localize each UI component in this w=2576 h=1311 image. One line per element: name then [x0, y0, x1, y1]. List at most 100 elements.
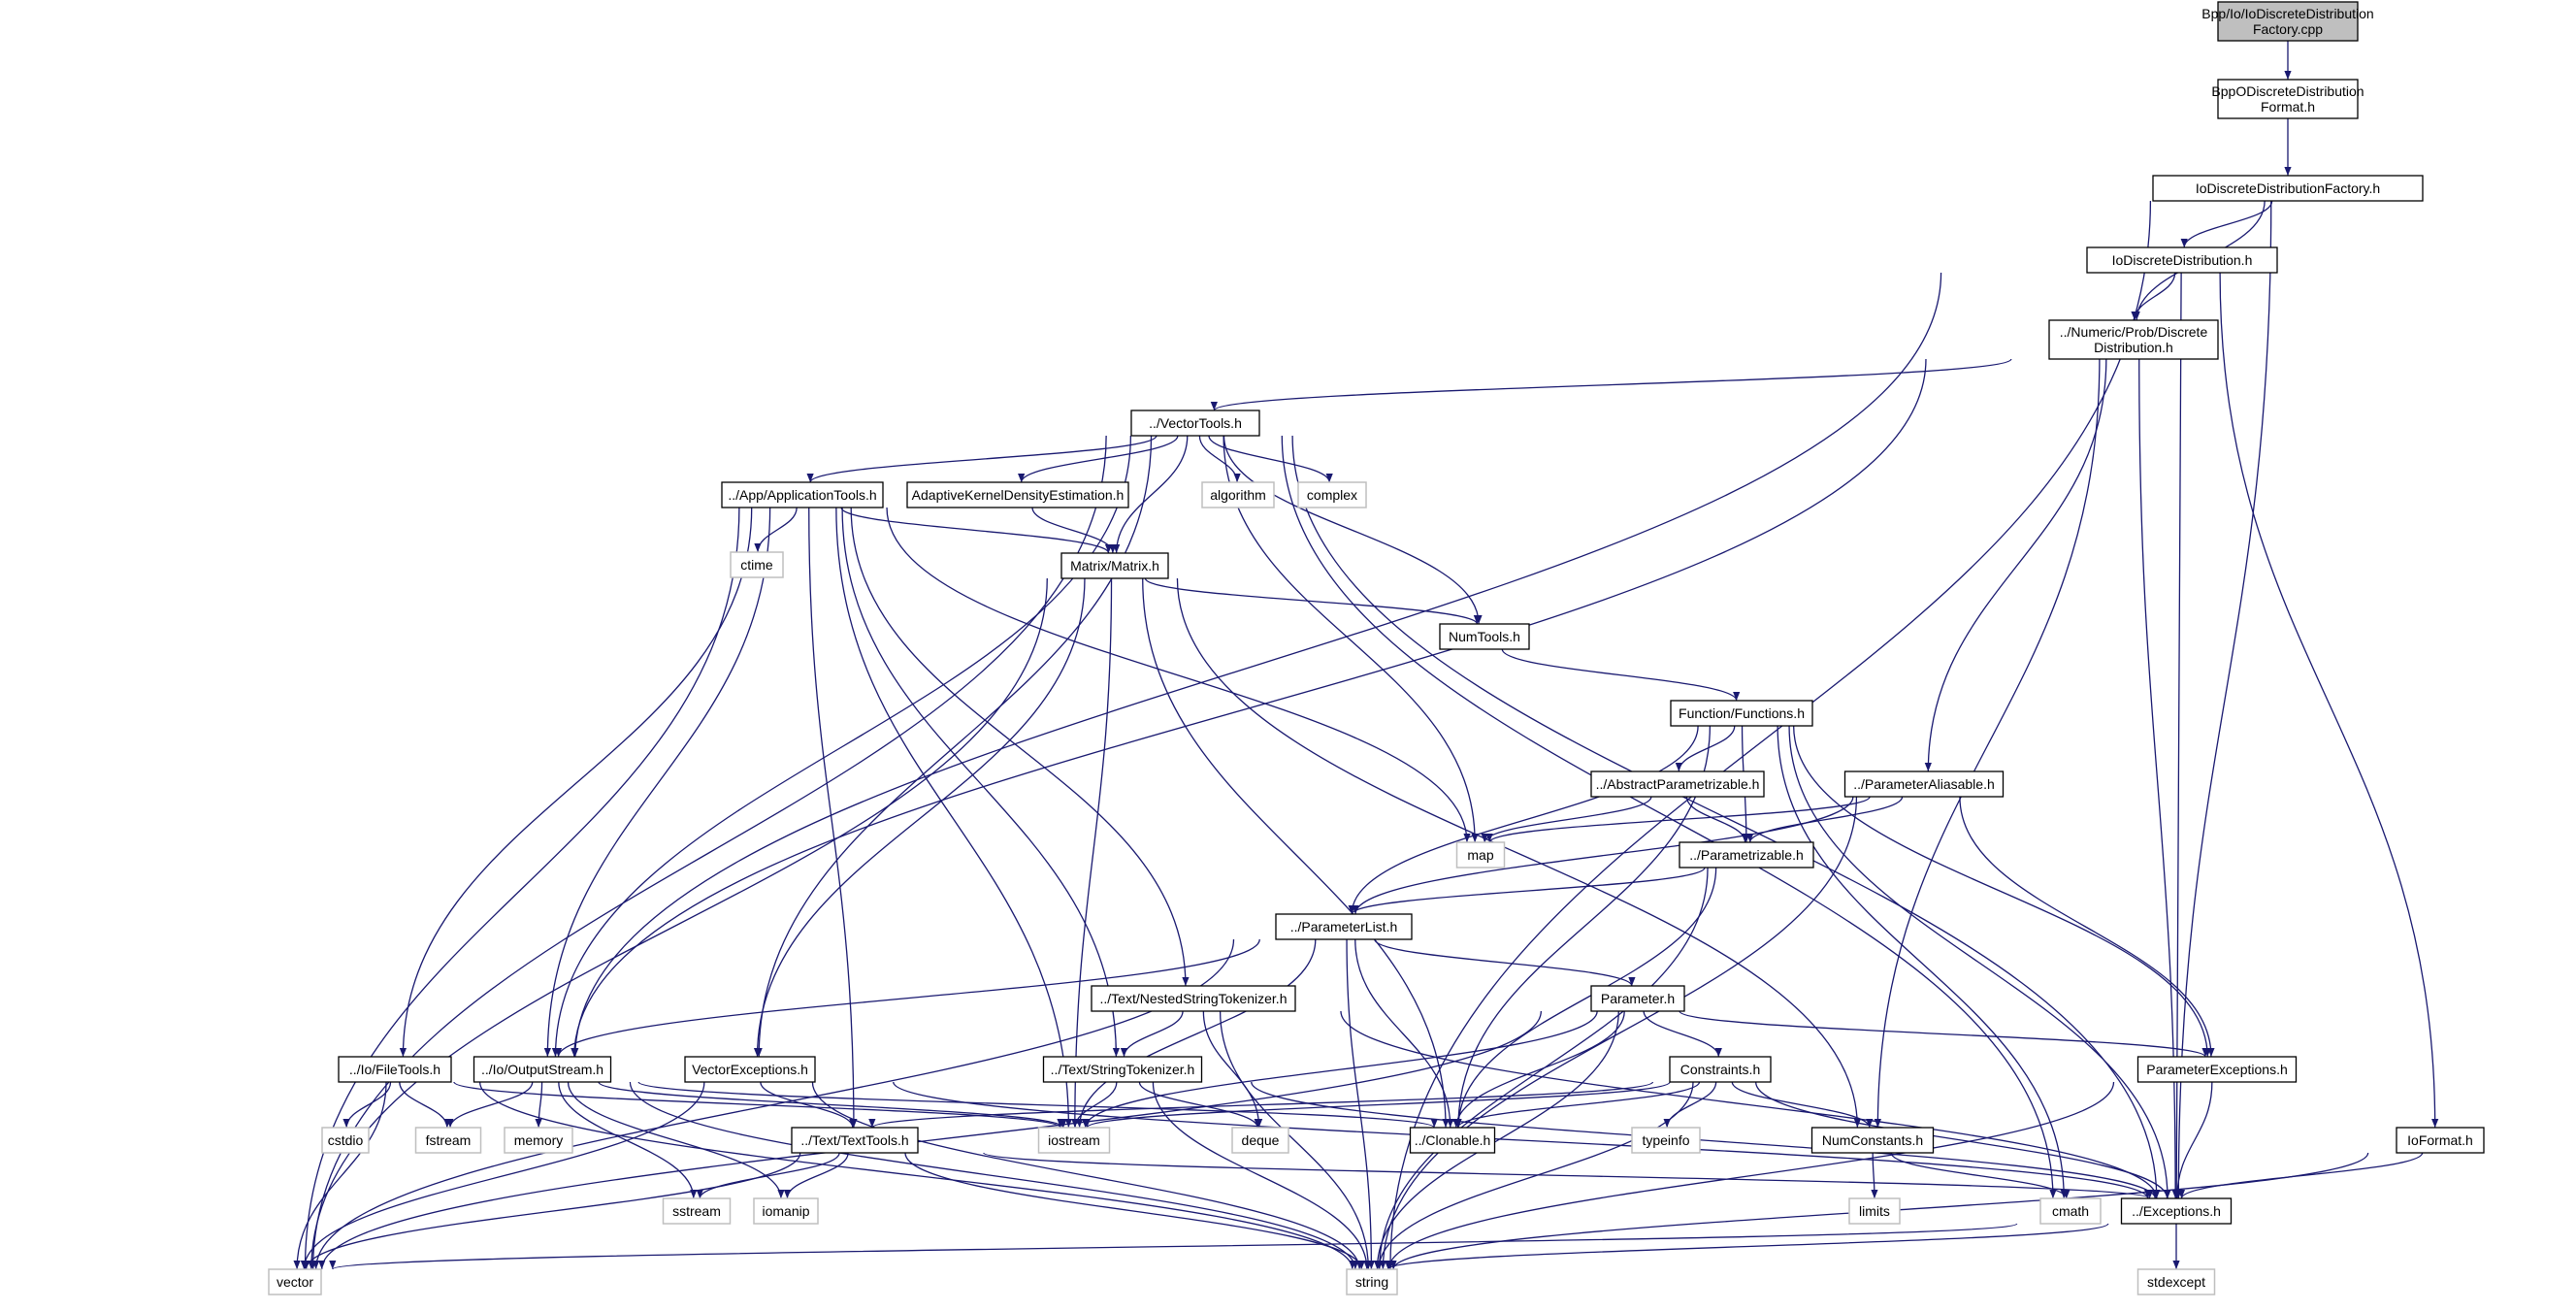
node-iodd[interactable]: IoDiscreteDistribution.h — [2086, 246, 2278, 274]
edge-constraints-to-numconst — [1731, 1081, 1874, 1129]
node-label: vector — [277, 1274, 313, 1290]
node-iofactory[interactable]: IoDiscreteDistributionFactory.h — [2152, 175, 2424, 202]
edge-iofactory-to-exceptions — [2174, 200, 2272, 1199]
node-box — [730, 551, 784, 578]
node-discrete[interactable]: ../Numeric/Prob/DiscreteDistribution.h — [2048, 319, 2219, 360]
node-box — [1455, 841, 1506, 869]
edge-strtok-to-string — [1152, 1081, 1371, 1270]
node-label: ../VectorTools.h — [1149, 415, 1242, 431]
node-abspar[interactable]: ../AbstractParametrizable.h — [1590, 770, 1765, 798]
node-outputstream[interactable]: ../Io/OutputStream.h — [473, 1056, 612, 1083]
edge-vectortools-to-vecexc — [755, 435, 1153, 1058]
node-nested[interactable]: ../Text/NestedStringTokenizer.h — [1091, 985, 1296, 1012]
edge-iofactory-to-string — [1386, 200, 2152, 1270]
edge-constraints-to-exceptions — [1755, 1081, 2171, 1199]
node-label: NumTools.h — [1449, 629, 1520, 644]
edge-paramlist-to-string — [1346, 938, 1376, 1270]
edge-iodd-to-outputstream — [571, 272, 1942, 1058]
edge-parametrizable-to-clonable — [1454, 867, 1717, 1129]
edge-vectortools-to-complex — [1208, 435, 1333, 483]
edge-strtok-to-deque — [1138, 1081, 1261, 1129]
edge-ioformat-to-exceptions — [2177, 1152, 2424, 1199]
edge-apptools-to-matrix — [840, 507, 1113, 554]
node-parameter[interactable]: Parameter.h — [1590, 985, 1685, 1012]
node-cmath: cmath — [2039, 1197, 2102, 1225]
edge-outputstream-to-clonable — [637, 1081, 1438, 1129]
node-functions[interactable]: Function/Functions.h — [1670, 700, 1813, 727]
node-iomanip: iomanip — [753, 1197, 819, 1225]
edge-matrix-to-numtools — [1144, 577, 1481, 625]
edge-constraints-to-string — [1375, 1081, 1694, 1270]
node-texttools[interactable]: ../Text/TextTools.h — [791, 1127, 919, 1154]
node-numconst[interactable]: NumConstants.h — [1810, 1127, 1935, 1154]
node-paralias[interactable]: ../ParameterAliasable.h — [1843, 770, 2005, 798]
node-label: Parameter.h — [1601, 991, 1675, 1006]
node-paramexc[interactable]: ParameterExceptions.h — [2136, 1056, 2298, 1083]
node-box — [2217, 79, 2359, 119]
node-label: stdexcept — [2147, 1274, 2205, 1290]
node-box — [1670, 700, 1813, 727]
edge-vectortools-to-vector — [309, 435, 1107, 1270]
node-label: Bpp/Io/IoDiscreteDistribution — [2201, 6, 2373, 21]
edge-apptools-to-strtok — [841, 507, 1120, 1058]
node-box — [662, 1197, 732, 1225]
edge-vectortools-to-algorithm — [1198, 435, 1241, 483]
node-box — [2136, 1268, 2216, 1295]
node-box — [1409, 1127, 1496, 1154]
node-box — [1231, 1127, 1289, 1154]
node-label: ../Clonable.h — [1415, 1132, 1491, 1148]
edge-filetools-to-fstream — [399, 1081, 451, 1129]
node-label: ../Text/TextTools.h — [800, 1132, 908, 1148]
node-box — [2086, 246, 2278, 274]
node-constraints[interactable]: Constraints.h — [1669, 1056, 1772, 1083]
node-label: Function/Functions.h — [1679, 705, 1805, 721]
edge-vectortools-to-cmath — [1281, 435, 2057, 1199]
node-label: ../Text/NestedStringTokenizer.h — [1100, 991, 1288, 1006]
node-memory: memory — [504, 1127, 573, 1154]
node-box — [338, 1056, 452, 1083]
node-box — [1843, 770, 2005, 798]
node-filetools[interactable]: ../Io/FileTools.h — [338, 1056, 452, 1083]
node-root[interactable]: Bpp/Io/IoDiscreteDistributionFactory.cpp — [2201, 1, 2374, 42]
edge-discrete-to-vectortools — [1211, 358, 2012, 411]
node-box — [1679, 841, 1814, 869]
node-label: ../Parametrizable.h — [1689, 847, 1804, 863]
node-deque: deque — [1231, 1127, 1289, 1154]
node-label: complex — [1307, 487, 1357, 503]
edge-vecexc-to-vector — [300, 1081, 705, 1270]
node-strtok[interactable]: ../Text/StringTokenizer.h — [1042, 1056, 1203, 1083]
node-label: ParameterExceptions.h — [2146, 1062, 2288, 1077]
node-exceptions[interactable]: ../Exceptions.h — [2120, 1197, 2233, 1225]
node-box — [684, 1056, 816, 1083]
node-vecexc[interactable]: VectorExceptions.h — [684, 1056, 816, 1083]
edge-vectortools-to-numtools — [1223, 435, 1483, 625]
edge-apptools-to-filetools — [399, 507, 753, 1058]
node-ioformat[interactable]: IoFormat.h — [2396, 1127, 2485, 1154]
node-vectortools[interactable]: ../VectorTools.h — [1130, 410, 1260, 437]
node-parametrizable[interactable]: ../Parametrizable.h — [1679, 841, 1814, 869]
node-label: ../AbstractParametrizable.h — [1596, 776, 1760, 792]
edge-functions-to-cmath — [1777, 725, 2068, 1199]
node-label: algorithm — [1210, 487, 1266, 503]
node-box — [1275, 913, 1413, 940]
node-label: ../Numeric/Prob/Discrete — [2060, 324, 2208, 340]
node-label: ctime — [740, 557, 773, 573]
edge-paramlist-to-outputstream — [555, 938, 1260, 1058]
node-paramlist[interactable]: ../ParameterList.h — [1275, 913, 1413, 940]
edge-nested-to-strtok — [1120, 1010, 1184, 1058]
edge-vectortools-to-apptools — [806, 435, 1158, 483]
node-numtools[interactable]: NumTools.h — [1439, 623, 1530, 650]
node-apptools[interactable]: ../App/ApplicationTools.h — [721, 481, 884, 508]
node-limits: limits — [1848, 1197, 1901, 1225]
node-label: ../ParameterList.h — [1290, 919, 1398, 934]
node-akde[interactable]: AdaptiveKernelDensityEstimation.h — [906, 481, 1129, 508]
edge-paralias-to-string — [1379, 796, 1858, 1270]
edge-exceptions-to-vector — [329, 1223, 2018, 1270]
node-matrix[interactable]: Matrix/Matrix.h — [1060, 552, 1169, 579]
node-clonable[interactable]: ../Clonable.h — [1409, 1127, 1496, 1154]
edge-parameter-to-string — [1373, 1010, 1619, 1270]
node-box — [2396, 1127, 2485, 1154]
node-box — [1091, 985, 1296, 1012]
edge-filetools-to-iostream — [453, 1081, 1064, 1129]
